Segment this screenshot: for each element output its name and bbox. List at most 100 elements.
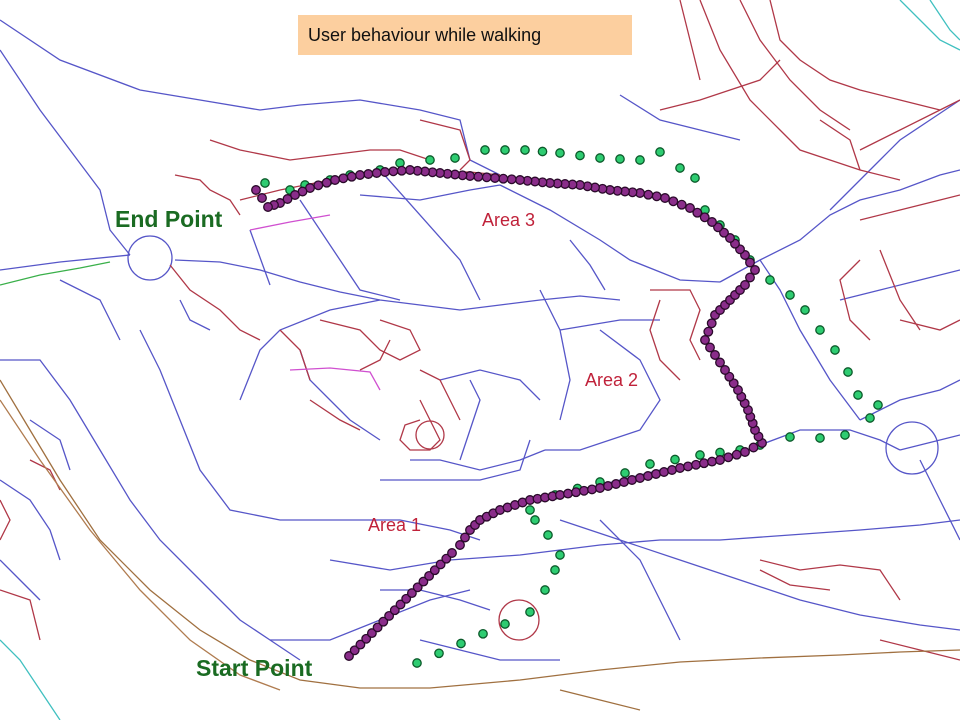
- magenta-line-2: [289, 367, 381, 391]
- path-segment-24: [879, 639, 960, 661]
- gps-dot-purple-136: [371, 168, 382, 178]
- gps-dot-green-48: [500, 145, 510, 155]
- road-segment-1: [0, 19, 471, 161]
- gps-dot-purple-3: [361, 633, 372, 644]
- road-segment-28: [329, 519, 960, 571]
- gps-dot-purple-123: [473, 171, 484, 182]
- gps-dot-green-16: [645, 459, 655, 469]
- path-segment-20: [759, 569, 831, 591]
- road-segment-23: [179, 299, 211, 331]
- gps-dot-purple-100: [651, 191, 662, 202]
- gps-dot-purple-139: [346, 171, 357, 182]
- road-segment-15: [380, 439, 531, 481]
- gps-dot-green-44: [575, 150, 585, 161]
- gps-dot-green-25: [865, 413, 875, 423]
- gps-dot-purple-17: [441, 553, 452, 564]
- gps-dot-purple-99: [660, 193, 670, 203]
- road-segment-40: [859, 379, 960, 421]
- gps-dot-purple-72: [710, 350, 720, 360]
- road-segment-41: [919, 459, 960, 541]
- green-line: [0, 261, 111, 286]
- gps-dot-green-6: [540, 585, 550, 595]
- gps-dot-green-49: [480, 145, 490, 155]
- gps-dot-purple-42: [619, 477, 629, 487]
- gps-dot-purple-55: [723, 452, 734, 463]
- path-segment-9: [650, 289, 701, 361]
- gps-dot-purple-133: [396, 165, 407, 176]
- gps-dot-purple-91: [719, 227, 729, 238]
- start-loop: [498, 599, 540, 641]
- gps-dot-purple-101: [643, 189, 654, 200]
- gps-dot-purple-38: [587, 484, 597, 495]
- gps-dot-purple-40: [603, 481, 613, 491]
- road-segment-31: [759, 429, 901, 451]
- road-segment-22: [59, 279, 121, 341]
- gps-dot-purple-14: [424, 570, 435, 581]
- path-segment-10: [649, 299, 681, 381]
- path-segment-8: [399, 399, 441, 451]
- path-segment-25: [659, 59, 781, 111]
- path-segment-1: [209, 139, 431, 161]
- gps-dot-green-15: [620, 468, 630, 478]
- gps-dot-purple-95: [692, 207, 703, 218]
- gps-dot-green-26: [873, 400, 883, 410]
- road-segment-38: [439, 369, 541, 401]
- area-1-label: Area 1: [368, 515, 422, 535]
- path-segment-26: [279, 329, 311, 381]
- road-segment-34: [759, 259, 861, 421]
- path-segment-22: [0, 499, 11, 541]
- gps-dot-green-24: [840, 430, 850, 440]
- path-segment-17: [839, 259, 871, 341]
- gps-dot-green-46: [537, 146, 548, 157]
- road-segment-32: [899, 434, 960, 451]
- road-segment-35: [829, 99, 960, 211]
- gps-dot-purple-118: [515, 175, 525, 185]
- road-segment-33: [719, 169, 960, 283]
- road-segment-8: [359, 184, 501, 201]
- gps-dot-purple-16: [435, 559, 446, 570]
- gps-dot-purple-6: [378, 616, 389, 627]
- gps-dot-purple-8: [389, 605, 400, 616]
- magenta-line: [249, 214, 331, 231]
- road-segment-4: [174, 259, 621, 311]
- gps-dot-purple-48: [667, 465, 677, 475]
- road-segment-5: [249, 229, 271, 286]
- gps-dot-purple-45: [643, 471, 653, 481]
- gps-dot-purple-86: [745, 257, 755, 268]
- gps-dot-purple-83: [740, 280, 750, 290]
- gps-dot-purple-52: [699, 458, 709, 469]
- path-segment-0: [419, 119, 471, 171]
- gps-dot-purple-0: [344, 651, 354, 661]
- path-segment-4: [169, 264, 261, 341]
- gps-dot-green-17: [670, 454, 680, 465]
- gps-dot-purple-47: [659, 467, 669, 477]
- road-segment-9: [499, 184, 721, 283]
- gps-dot-green-10: [530, 515, 540, 525]
- path-segment-28: [769, 0, 941, 111]
- gps-dot-purple-97: [676, 199, 687, 210]
- gps-dot-purple-71: [715, 357, 725, 368]
- gps-dot-green-32: [785, 290, 795, 300]
- gps-dot-green-30: [815, 325, 825, 335]
- gps-dot-purple-44: [635, 473, 645, 483]
- gps-dot-purple-4: [366, 628, 377, 639]
- gps-dot-purple-7: [384, 610, 395, 621]
- path-segment-29: [679, 0, 701, 81]
- gps-dot-purple-49: [675, 463, 685, 473]
- gps-dot-purple-138: [355, 170, 365, 180]
- path-segment-12: [739, 0, 851, 131]
- road-segment-39: [839, 269, 960, 301]
- gps-dot-green-5: [525, 607, 535, 617]
- gps-dot-green-58: [260, 178, 270, 188]
- path-segment-19: [759, 559, 901, 601]
- road-segment-27: [380, 589, 491, 611]
- gps-dot-purple-58: [748, 442, 759, 453]
- gps-dot-purple-41: [611, 479, 621, 489]
- gps-dot-green-42: [615, 154, 625, 164]
- gps-dot-purple-11: [406, 588, 417, 599]
- gps-dot-purple-70: [720, 365, 730, 375]
- gps-dot-green-33: [765, 275, 775, 285]
- gps-track-green: [260, 145, 883, 668]
- roundabout-end: [127, 235, 173, 281]
